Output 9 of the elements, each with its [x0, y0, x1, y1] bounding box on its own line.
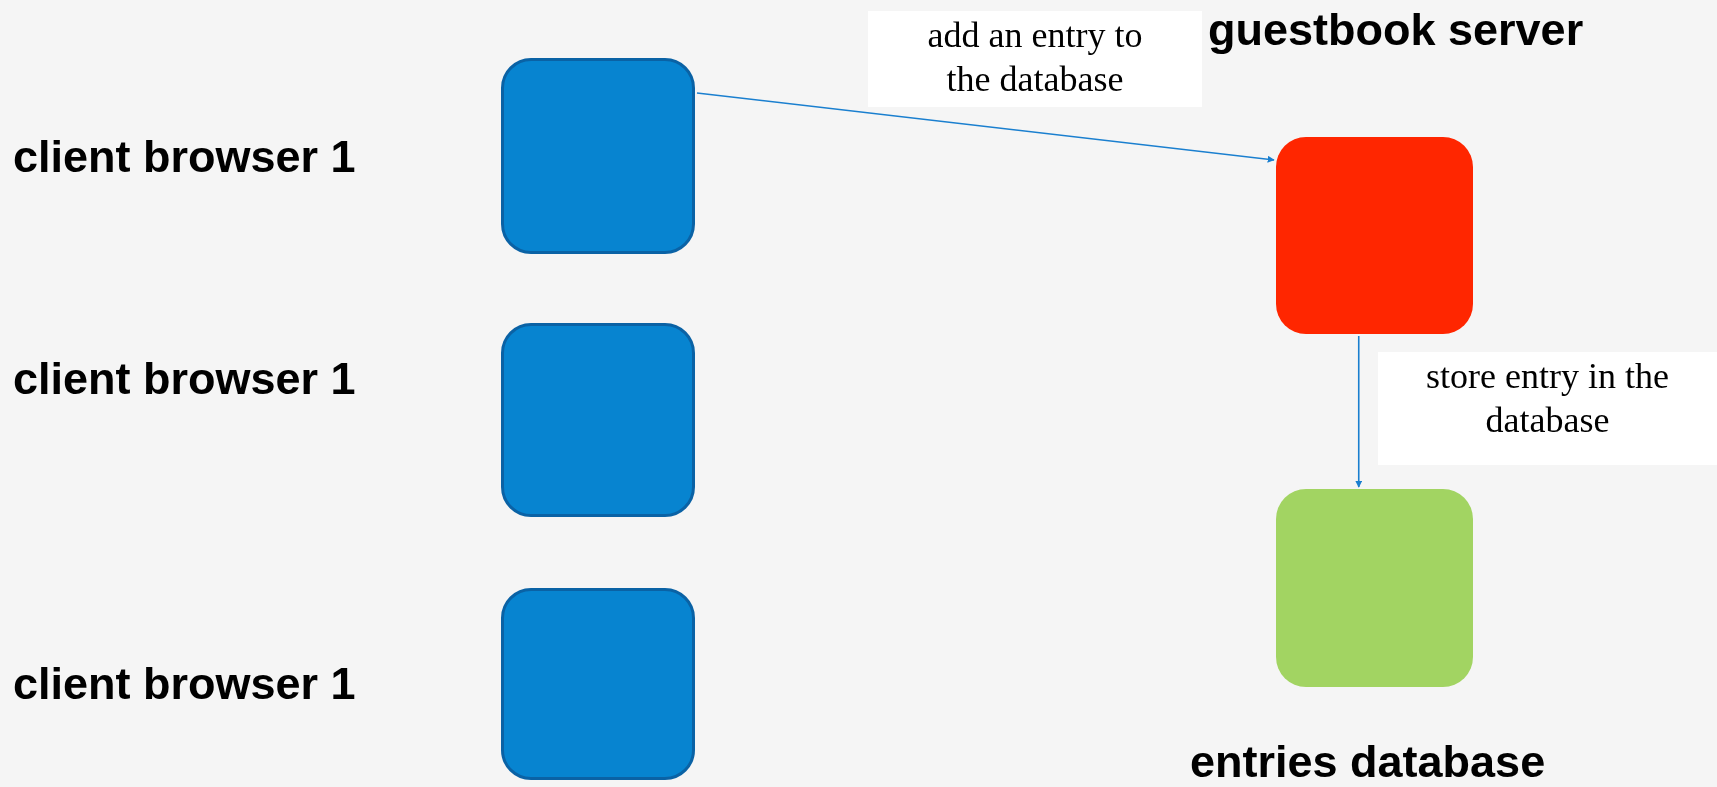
arrow	[1355, 335, 1363, 488]
node-label: client browser 1	[13, 662, 356, 706]
arrow	[696, 92, 1275, 163]
edge-label: add an entry to the database	[868, 11, 1202, 107]
node-label: client browser 1	[13, 357, 356, 401]
node-label: entries database	[1190, 740, 1546, 784]
edge-label: store entry in the database	[1378, 352, 1717, 465]
node-label: guestbook server	[1208, 8, 1584, 52]
node-label: client browser 1	[13, 135, 356, 179]
